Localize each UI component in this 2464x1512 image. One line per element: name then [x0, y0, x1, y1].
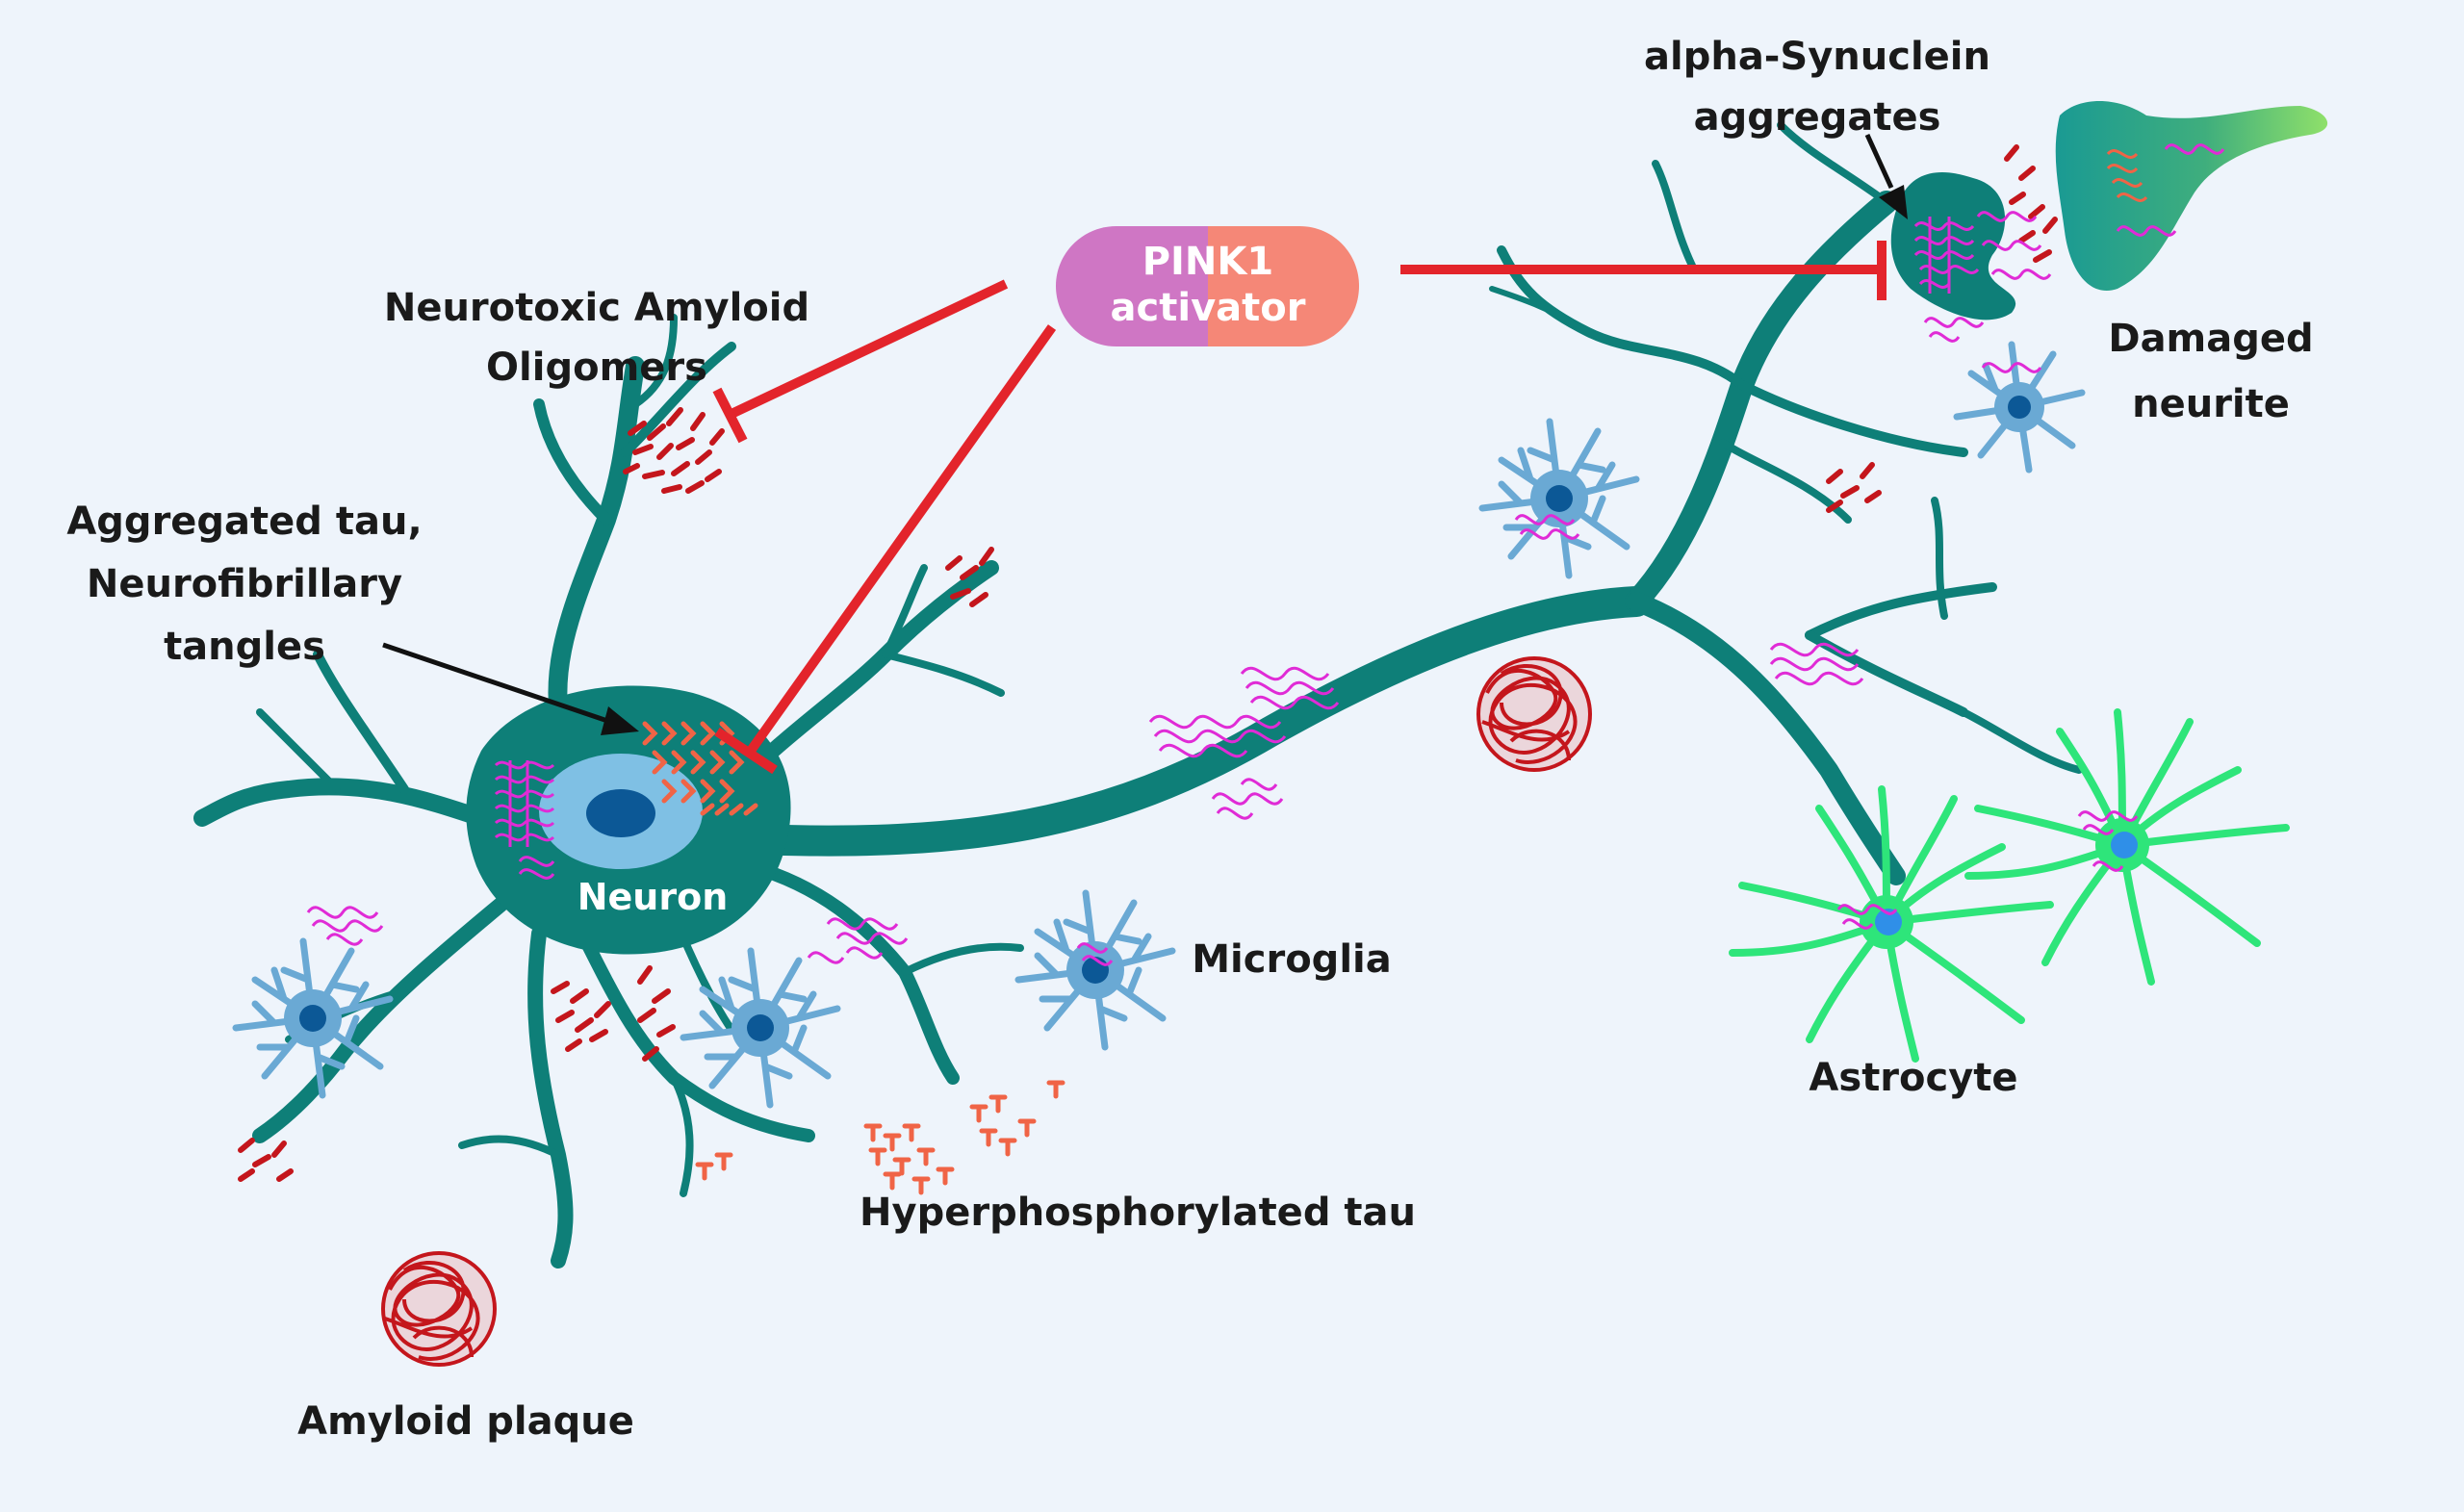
inhibit-tangles-line	[746, 324, 1057, 754]
amyloid-plaque-left	[381, 1251, 497, 1367]
synuclein-label-line1: alpha-Synuclein	[1644, 35, 1990, 79]
hyperphosphorylated-tau-cluster	[695, 1080, 1065, 1195]
synuclein-in-soma	[494, 760, 555, 880]
microglia-4	[1478, 418, 1640, 579]
activator-label: activator	[1111, 286, 1306, 330]
agg-tau-label-line2: Neurofibrillary	[87, 562, 402, 606]
amyloid-oligomers-label-line1: Neurotoxic Amyloid	[384, 286, 809, 330]
microglia-2	[680, 947, 841, 1109]
damaged-neurite	[2055, 101, 2328, 291]
microglia-cells	[232, 341, 2086, 1109]
neuron-label: Neuron	[578, 876, 729, 918]
neuron	[193, 121, 2083, 1269]
amyloid-plaque-label: Amyloid plaque	[297, 1399, 634, 1444]
tangles-arrow	[382, 642, 617, 727]
damaged-neurite-label-line2: neurite	[2132, 382, 2290, 426]
synuclein-arrow	[1864, 133, 1894, 190]
synuclein-on-astrocytes	[1836, 810, 2139, 930]
damaged-neurite-label-line1: Damaged	[2108, 317, 2313, 361]
astrocyte-2	[1964, 708, 2290, 986]
inhibit-tangles-bar	[714, 727, 778, 775]
synuclein-in-terminal	[1913, 211, 2052, 343]
neuron-nucleolus	[586, 789, 655, 837]
axon	[735, 586, 1652, 857]
astrocyte-label: Astrocyte	[1809, 1056, 2017, 1100]
astrocytes	[1729, 708, 2290, 1063]
synuclein-aggregates-axon	[306, 642, 1864, 964]
inhibit-oligomers-line	[729, 279, 1009, 419]
synuclein-on-microglia	[1076, 362, 2042, 966]
pink1-label: PINK1	[1142, 240, 1274, 284]
damaged-neurite-contents	[2106, 143, 2225, 237]
agg-tau-label-line1: Aggregated tau,	[66, 500, 422, 544]
amyloid-oligomers	[238, 144, 2058, 1182]
aggregated-tau-cluster	[642, 721, 758, 816]
inhibit-oligomers-bar	[712, 387, 748, 444]
agg-tau-label-line3: tangles	[164, 625, 325, 669]
inhibition-arrows	[712, 241, 1886, 775]
callout-arrows	[382, 133, 1908, 735]
microglia-5	[1953, 341, 2086, 474]
labels: Neurotoxic Amyloid Oligomers Aggregated …	[66, 35, 2313, 1444]
microglia-label: Microglia	[1192, 937, 1391, 982]
amyloid-oligomers-label-line2: Oligomers	[486, 346, 707, 390]
pink1-activator-pill: PINK1 activator	[1056, 226, 1359, 346]
astrocyte-1	[1729, 785, 2054, 1063]
amyloid-plaque-right	[1476, 656, 1592, 772]
hyper-tau-label: Hyperphosphorylated tau	[860, 1191, 1416, 1235]
synuclein-label-line2: aggregates	[1694, 95, 1941, 140]
microglia-1	[232, 937, 394, 1099]
